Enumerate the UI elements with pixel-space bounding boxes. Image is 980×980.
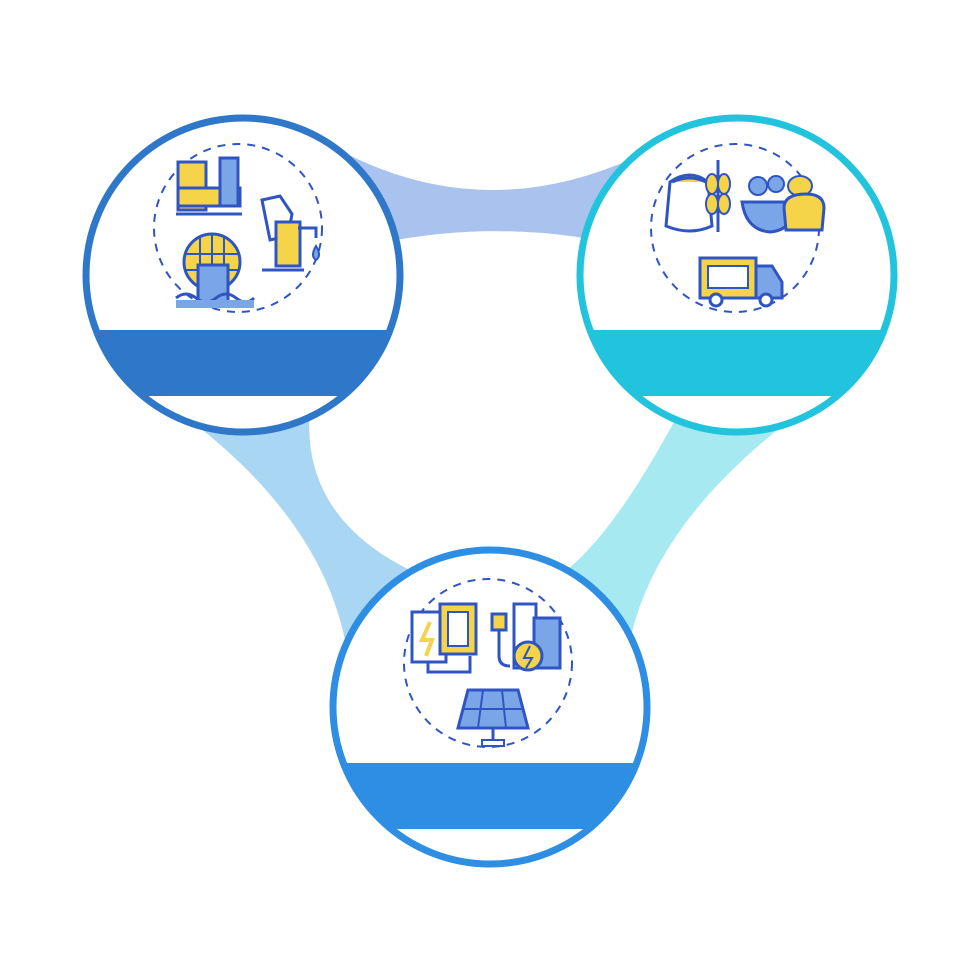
node-food	[576, 114, 898, 436]
node-band-energy	[333, 763, 647, 829]
node-band-food	[580, 330, 894, 396]
connector-water-energy	[190, 410, 420, 640]
food-supply-icon	[650, 143, 826, 313]
energy-supply-icon	[403, 578, 573, 748]
node-energy	[329, 546, 651, 868]
connector-food-energy	[560, 420, 790, 632]
connector-water-food	[330, 145, 660, 255]
node-band-water	[86, 330, 400, 396]
node-water	[82, 114, 404, 436]
water-infrastructure-icon	[153, 143, 323, 313]
